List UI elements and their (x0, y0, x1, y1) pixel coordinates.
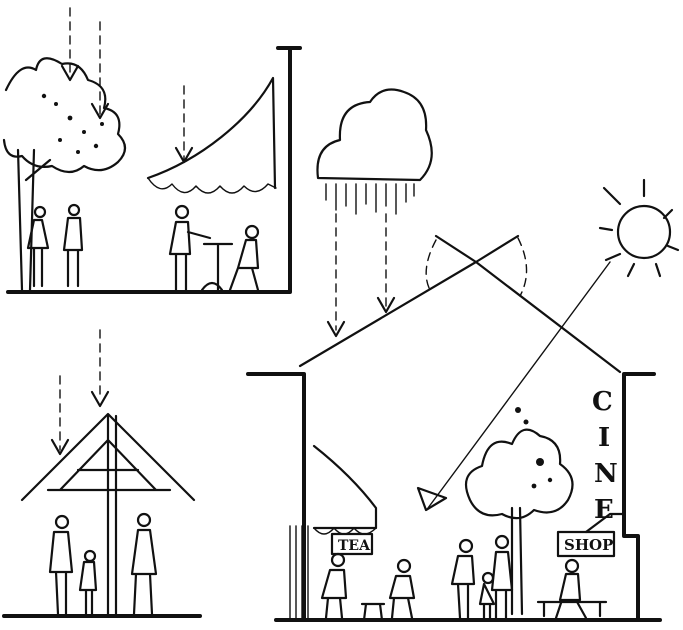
roof-vent (436, 236, 518, 262)
tree-trunk (512, 508, 522, 614)
tea-sign-text: TEA (338, 538, 371, 554)
cinema-sign: C I N E (592, 387, 618, 525)
panel-building: TEA C I N E SHOP (248, 90, 678, 620)
cinema-letter-i: I (598, 423, 610, 453)
rain-arrow-icon (70, 8, 184, 160)
cinema-letter-n: N (594, 459, 618, 489)
building-roof (300, 262, 620, 372)
rain-arrow-icon (336, 214, 386, 330)
cinema-letter-e: E (594, 495, 614, 525)
tree-icon (4, 58, 125, 172)
vent-opening (426, 238, 526, 296)
awning-icon (314, 446, 376, 528)
awning-scallop (148, 178, 276, 193)
sunlight-arrowhead (418, 488, 446, 510)
people-icon (28, 205, 82, 286)
rain-streaks (326, 184, 414, 214)
panel-awning-shade (4, 8, 300, 292)
cafe-people-icon (170, 206, 258, 290)
tree-icon (466, 430, 573, 519)
rain-cloud-icon (317, 90, 431, 180)
panel-pavilion (4, 330, 200, 616)
tree-leaf-dots (515, 407, 552, 488)
awning-icon (148, 78, 275, 188)
tree-leaf-dots (42, 94, 104, 154)
sun-icon (600, 180, 678, 276)
shop-sign-text: SHOP (564, 536, 613, 554)
cinema-letter-c: C (592, 387, 613, 417)
sunlight-arrow-icon (428, 262, 610, 508)
rain-arrow-icon (60, 330, 100, 450)
arrowheads (62, 66, 192, 162)
people-icon (50, 514, 156, 614)
